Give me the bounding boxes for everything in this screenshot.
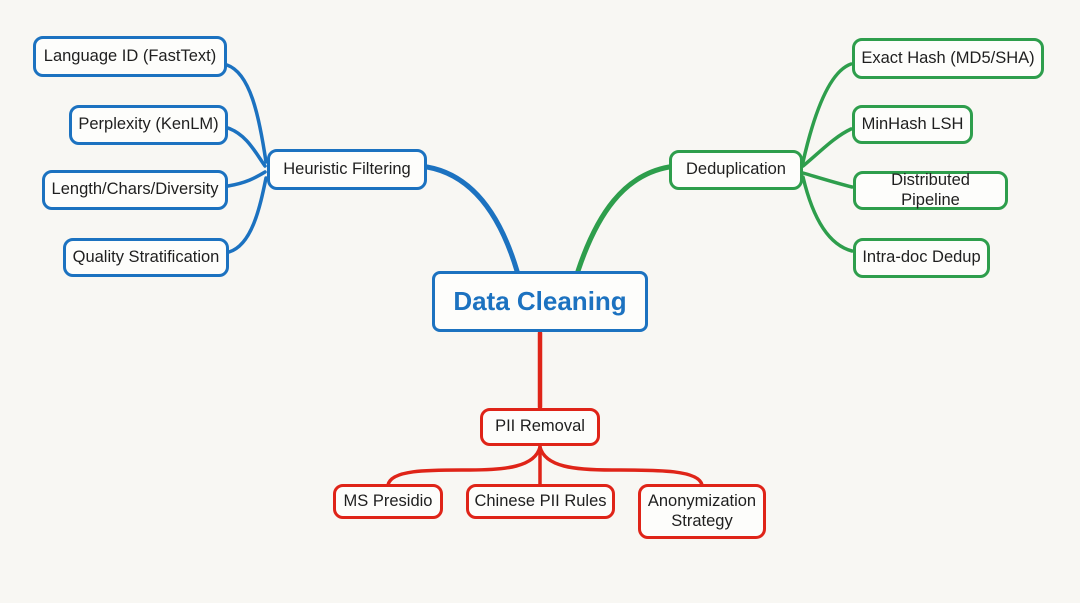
node-label: MS Presidio <box>343 491 433 510</box>
edge-pii-anonymization <box>538 445 704 487</box>
node-label: PII Removal <box>495 417 585 436</box>
node-label: Exact Hash (MD5/SHA) <box>861 48 1035 67</box>
edge-dedup-exact-hash <box>801 62 853 164</box>
node-minhash-lsh: MinHash LSH <box>852 105 973 144</box>
node-quality-stratification: Quality Stratification <box>63 238 229 277</box>
node-pii-removal: PII Removal <box>480 408 600 446</box>
node-chinese-pii-rules: Chinese PII Rules <box>466 484 615 519</box>
node-label: Distributed Pipeline <box>891 170 970 209</box>
node-anonymization-strategy: Anonymization Strategy <box>638 484 766 539</box>
edge-root-heuristic <box>424 164 520 274</box>
node-label: Data Cleaning <box>453 285 627 316</box>
node-label: Heuristic Filtering <box>283 159 411 178</box>
edge-pii-presidio <box>386 445 542 487</box>
node-label: Anonymization Strategy <box>647 491 757 530</box>
node-exact-hash: Exact Hash (MD5/SHA) <box>852 38 1044 79</box>
node-language-id: Language ID (FastText) <box>33 36 227 77</box>
node-label: Intra-doc Dedup <box>862 248 981 267</box>
node-label: Quality Stratification <box>72 247 220 266</box>
edge-root-deduplication <box>575 164 672 274</box>
node-deduplication: Deduplication <box>669 150 803 190</box>
edge-dedup-intradoc <box>801 175 854 253</box>
node-data-cleaning: Data Cleaning <box>432 271 648 332</box>
node-label: Deduplication <box>686 160 786 179</box>
node-distributed-pipeline: Distributed Pipeline <box>853 171 1008 210</box>
edge-heuristic-length <box>226 170 267 188</box>
edge-dedup-distributed <box>801 171 854 189</box>
node-label: Length/Chars/Diversity <box>51 180 219 199</box>
node-intra-doc-dedup: Intra-doc Dedup <box>853 238 990 278</box>
node-label: Perplexity (KenLM) <box>78 115 219 134</box>
edge-heuristic-quality <box>227 176 268 254</box>
node-perplexity: Perplexity (KenLM) <box>69 105 228 145</box>
node-label: Language ID (FastText) <box>43 46 217 65</box>
node-length-chars-diversity: Length/Chars/Diversity <box>42 170 228 210</box>
node-ms-presidio: MS Presidio <box>333 484 443 519</box>
edge-heuristic-perplexity <box>226 126 267 168</box>
node-label: Chinese PII Rules <box>474 491 607 510</box>
node-label: MinHash LSH <box>861 114 964 133</box>
edge-dedup-minhash <box>801 127 853 168</box>
edge-heuristic-language-id <box>225 63 268 164</box>
node-heuristic-filtering: Heuristic Filtering <box>267 149 427 190</box>
